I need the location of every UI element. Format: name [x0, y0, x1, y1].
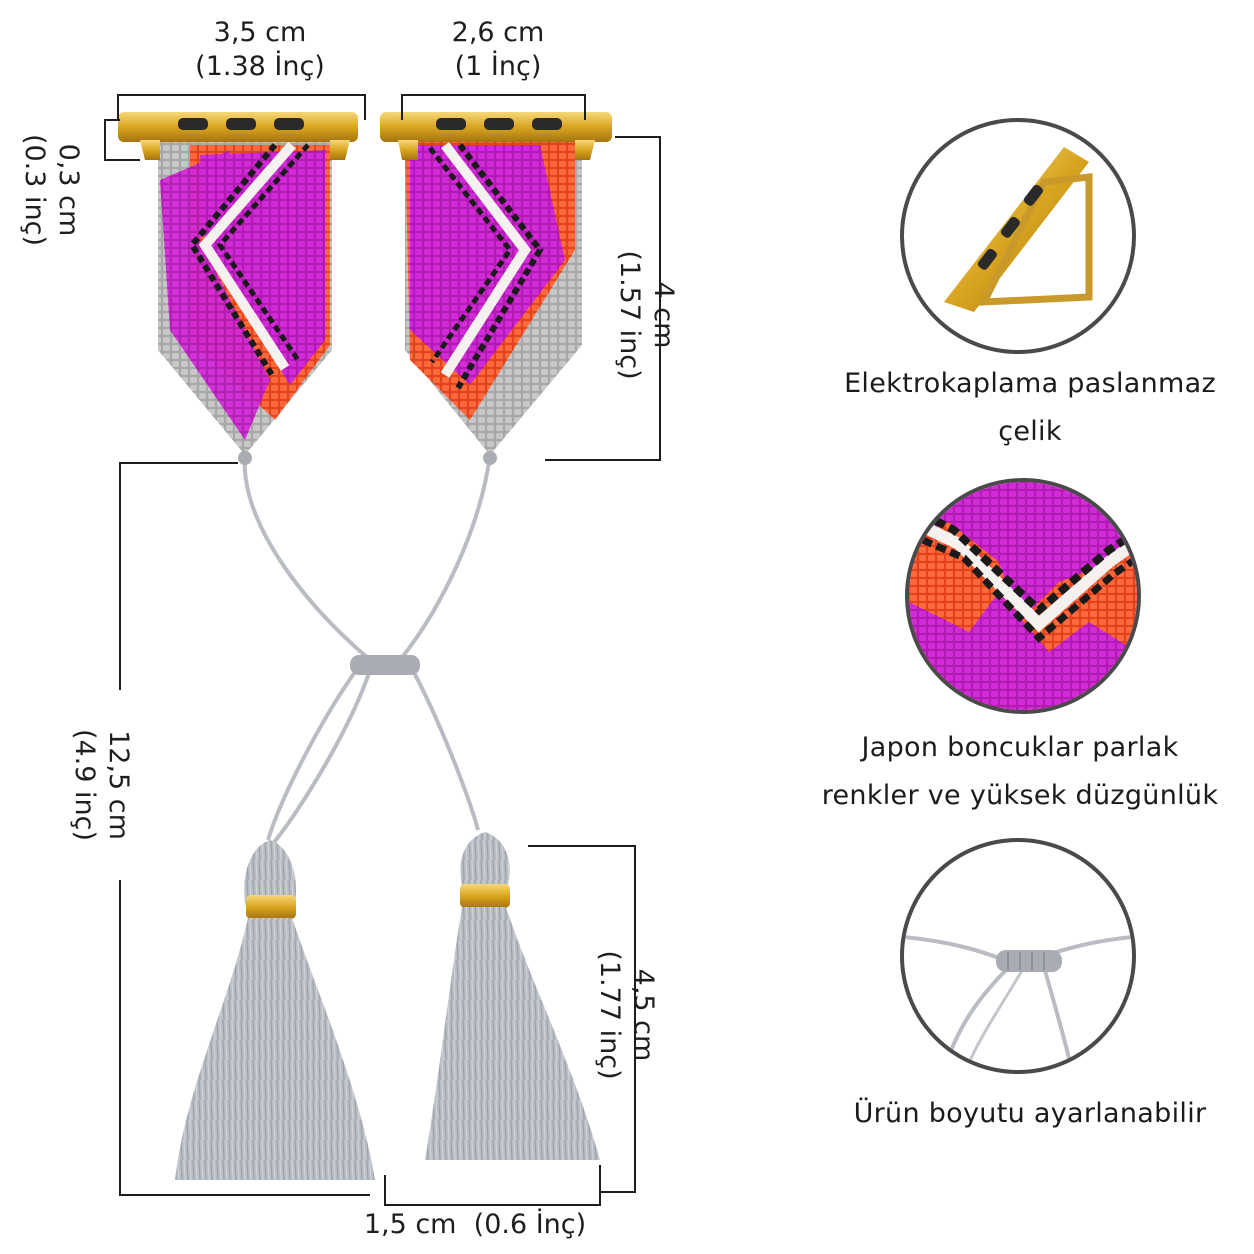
left-beaded-strap	[158, 135, 332, 455]
tassel-width-label: 1,5 cm (0.6 İnç)	[363, 1209, 587, 1240]
dimension-lines	[104, 94, 661, 1206]
adjustable-knot-icon	[900, 838, 1136, 1074]
steel-connector-icon	[900, 118, 1136, 354]
right-connector	[380, 112, 612, 160]
feature-caption-adjustable: Ürün boyutu ayarlanabilir	[853, 1098, 1207, 1129]
feature-caption-steel: Elektrokaplama paslanmaz çelik	[844, 368, 1216, 447]
adjustable-cord	[242, 454, 492, 847]
beaded-length-label: 4 cm (1.57 inç)	[614, 250, 679, 380]
left-tassel	[175, 840, 375, 1180]
beads-closeup-icon	[905, 478, 1141, 714]
connector-height-label: 0,3 cm (0.3 inç)	[19, 133, 84, 247]
left-connector	[118, 112, 358, 160]
right-tassel	[425, 832, 600, 1160]
total-length-label: 12,5 cm (4.9 inç)	[69, 728, 134, 842]
tassel-length-label: 4,5 cm (1.77 inç)	[594, 950, 659, 1080]
left-width-label: 3,5 cm (1.38 İnç)	[195, 17, 325, 82]
right-beaded-strap	[405, 135, 582, 455]
feature-caption-beads: Japon boncuklar parlak renkler ve yüksek…	[821, 732, 1219, 811]
right-width-label: 2,6 cm (1 İnç)	[451, 17, 545, 82]
sliding-knot	[350, 655, 420, 675]
